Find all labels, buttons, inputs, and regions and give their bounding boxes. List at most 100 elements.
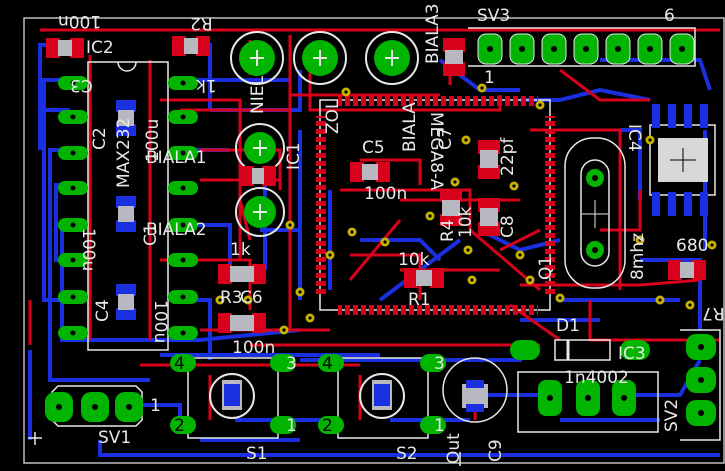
sv1-designator: SV1	[98, 428, 132, 448]
c5-designator: C5	[362, 138, 385, 158]
c6-part	[218, 313, 266, 333]
r3-part	[218, 264, 266, 284]
s2-designator: S2	[396, 444, 418, 464]
c7-value-label: 22pf	[498, 137, 518, 176]
r4-part	[440, 190, 462, 226]
biala1-label: BIALA1	[146, 148, 207, 168]
biala2-label: BIALA2	[146, 220, 207, 240]
sv1-pin1-label: 1	[150, 396, 161, 416]
sv3-drills	[487, 46, 685, 52]
leds	[230, 31, 419, 237]
ic4-designator: IC4	[624, 124, 644, 152]
r2-part	[172, 36, 210, 56]
c7-part	[478, 140, 500, 179]
niel-label: NIEL	[248, 76, 268, 114]
c3-designator: C3	[70, 75, 93, 95]
sv3-pin1-label: 1	[484, 68, 495, 88]
r4-value-label: 10k	[456, 206, 476, 238]
led-biala1	[235, 123, 285, 173]
c1-part	[116, 196, 136, 232]
r7-part	[668, 260, 706, 280]
r1-part	[404, 268, 444, 288]
q1-outline	[564, 137, 626, 289]
vias	[215, 83, 717, 335]
s2-pin1-label: 1	[434, 416, 445, 436]
s2-pin4-label: 4	[322, 354, 333, 374]
ic4-body	[652, 104, 708, 216]
ic1-part-label: MEGA8-A	[426, 112, 446, 191]
biala3-resistor	[443, 38, 465, 76]
c8-designator: C8	[498, 215, 518, 238]
c9-designator: C9	[486, 439, 506, 462]
led-biala	[365, 31, 419, 85]
d1-outline	[554, 339, 611, 361]
led-niel	[230, 31, 284, 85]
d1-pads	[510, 340, 650, 360]
r4-designator: R4	[438, 219, 458, 242]
ic2-designator: IC2	[86, 38, 114, 58]
sv2-designator: SV2	[662, 398, 682, 432]
sv1-outline	[51, 385, 143, 427]
board-outline	[23, 17, 725, 464]
s2-pin3-label: 3	[434, 354, 445, 374]
r7-value-label: 680	[676, 236, 709, 256]
out-label: Out	[444, 433, 464, 464]
r2-value-label: 1k	[196, 75, 217, 95]
ic3-outline	[517, 371, 659, 433]
c8-part	[478, 198, 500, 236]
c6-designator: C6	[240, 288, 263, 308]
c3-value-label: 100n	[58, 11, 102, 31]
c5-part	[350, 162, 390, 182]
ic2-notch	[117, 61, 137, 72]
c4-value-label: 100u	[150, 300, 170, 344]
s2-pin2-label: 2	[322, 416, 333, 436]
ic1-leads	[316, 96, 555, 315]
c1-value-label: 100u	[78, 228, 98, 272]
led-biala2	[235, 187, 285, 237]
s1-pin3-label: 3	[286, 354, 297, 374]
s1-designator: S1	[246, 444, 268, 464]
c7-designator: C7	[436, 127, 456, 150]
c4-designator: C4	[93, 299, 113, 322]
ic2-outline	[87, 61, 169, 351]
d1-designator: D1	[556, 316, 580, 336]
ic4-outline	[649, 124, 716, 196]
via-holes	[218, 86, 714, 332]
sv2-drills	[698, 344, 704, 416]
smd-parts	[46, 36, 706, 412]
s1-pin4-label: 4	[174, 354, 185, 374]
c9-part	[462, 380, 488, 412]
sv2-outline	[680, 329, 721, 441]
r1-value-label: 10k	[398, 250, 430, 270]
q1-designator: Q1	[536, 255, 556, 280]
switch-pads	[170, 354, 446, 434]
s1-outline	[187, 357, 279, 439]
c4-part	[116, 284, 136, 320]
r1-designator: R1	[408, 290, 431, 310]
biala1-resistor	[240, 166, 276, 186]
c2-designator: C2	[90, 127, 110, 150]
led-zol	[293, 31, 347, 85]
c2-part	[116, 100, 136, 136]
r3-designator: R3	[220, 288, 243, 308]
s1-pin1-label: 1	[286, 416, 297, 436]
ic3-designator: IC3	[618, 344, 646, 364]
r3-value-label: 1k	[230, 240, 251, 260]
ic2-part-label: MAX232	[114, 117, 134, 188]
biala-label: BIALA	[400, 102, 420, 152]
sv1-drills	[56, 404, 132, 410]
ic3-drills	[547, 395, 627, 401]
sv3-outline	[468, 27, 696, 67]
s1-pin2-label: 2	[174, 416, 185, 436]
d1-part-label: 1n4002	[564, 368, 629, 388]
sv3-pin6-label: 6	[664, 6, 675, 26]
biala3-label: BIALA3	[423, 3, 443, 64]
q1-inner	[580, 159, 610, 267]
c9-outline	[442, 357, 508, 423]
s2-outline	[337, 357, 429, 439]
c5-value-label: 100n	[364, 184, 408, 204]
c6-value-label: 100n	[232, 338, 276, 358]
q1-value-label: 8mhz	[628, 232, 648, 280]
ic1-designator-left: IC1	[284, 142, 304, 170]
ic2-drills	[70, 80, 186, 336]
